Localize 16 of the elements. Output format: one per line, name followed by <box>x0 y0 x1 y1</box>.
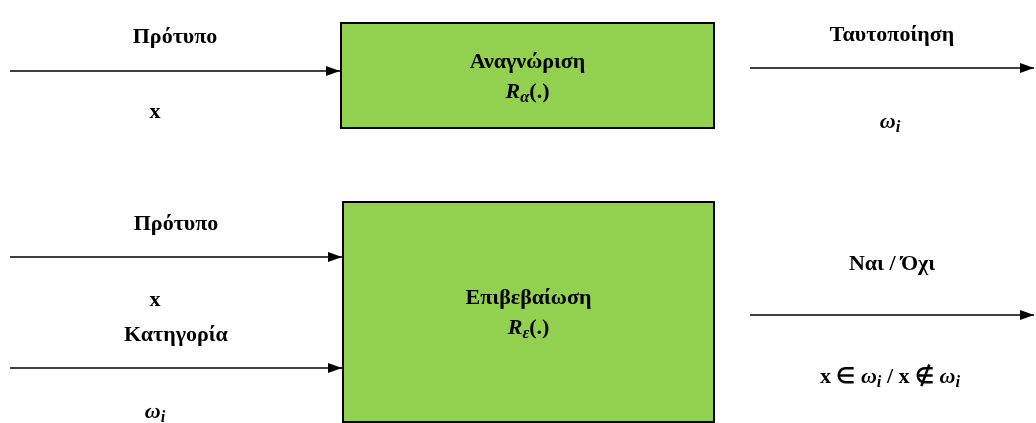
arrow <box>9 252 343 262</box>
arrow <box>749 63 1035 73</box>
box-title: Αναγνώριση <box>469 46 586 75</box>
variable-label: x <box>149 284 161 313</box>
variable-label: x <box>149 96 161 125</box>
arrow <box>749 310 1035 320</box>
box-title: Επιβεβαίωση <box>465 283 592 311</box>
process-box <box>342 201 715 423</box>
process-box <box>340 22 715 129</box>
variable-label: ω$_{i}$ <box>879 106 901 137</box>
variable-label: x ∈ ω$_{i}$ / x ∉ ω$_{i}$ <box>819 361 961 392</box>
arrow <box>9 363 343 373</box>
function-label: R$_{α}$(.) <box>505 76 550 106</box>
arrow <box>9 66 341 76</box>
function-label: R$_{ε}$(.) <box>507 313 550 342</box>
variable-label: ω$_{i}$ <box>144 396 166 423</box>
